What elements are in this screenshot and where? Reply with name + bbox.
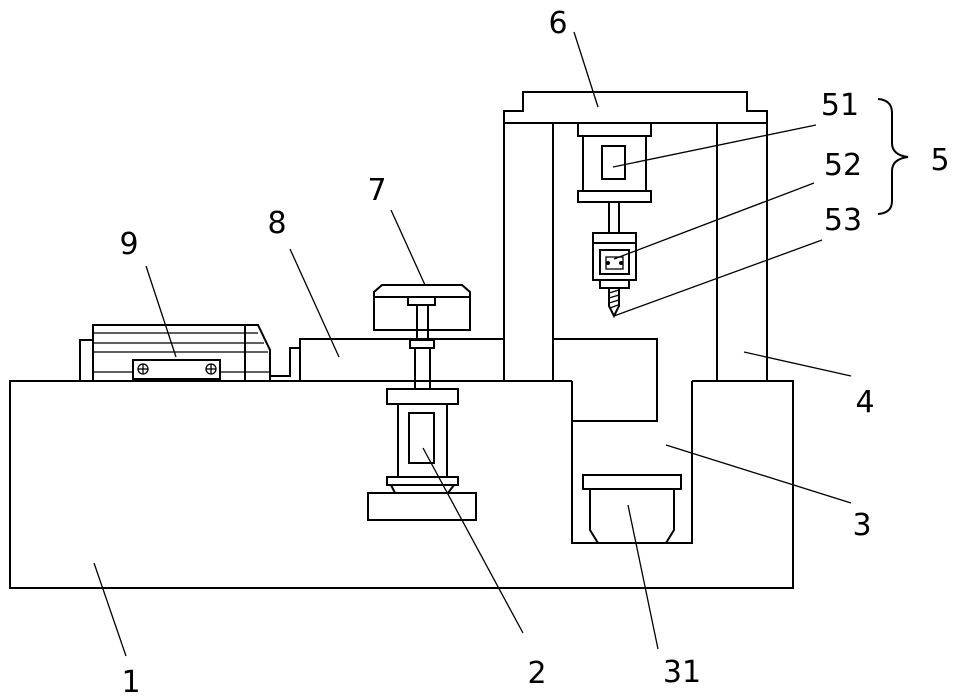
label-7: 7 [367,173,386,208]
label-6: 6 [548,6,567,41]
lifting-cylinder [368,389,476,520]
label-31: 31 [663,655,701,690]
collection-box [583,475,681,543]
screw-icon [206,364,216,374]
leader-lines [94,32,851,656]
label-4: 4 [855,385,874,420]
label-3: 3 [852,508,871,543]
label-51: 51 [821,88,859,123]
drill-chuck [593,233,636,288]
drill-motor [578,123,651,233]
pressing-plate [374,285,470,389]
label-2: 2 [527,656,546,691]
crossbeam [504,92,767,123]
conveyor-table [270,339,504,381]
drill-bit [609,288,619,316]
screw-icon [138,364,148,374]
label-52: 52 [824,148,862,183]
group-bracket [878,99,908,214]
label-53: 53 [824,203,862,238]
label-9: 9 [119,227,138,262]
label-5: 5 [930,143,949,178]
label-8: 8 [267,206,286,241]
label-1: 1 [121,665,140,699]
